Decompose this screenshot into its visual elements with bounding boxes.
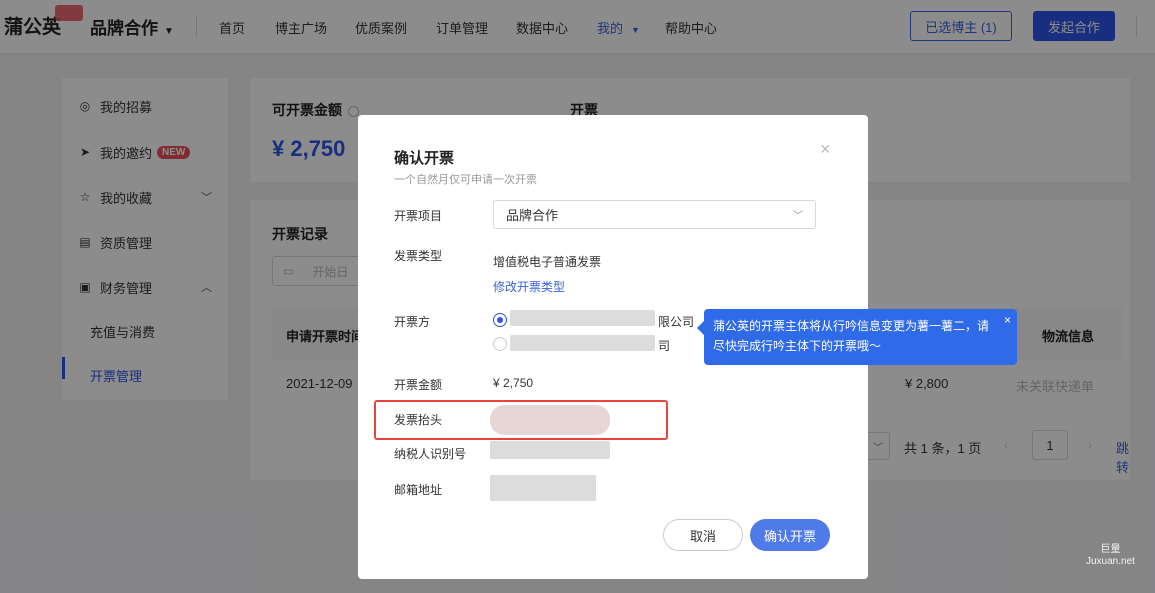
sidebar: ◎ 我的招募 ➤ 我的邀约 NEW ☆ 我的收藏 ﹀ ▤ 资质管理 ▣ 财务管理… (62, 78, 228, 400)
close-icon[interactable]: × (820, 139, 831, 159)
issuer-name-1-suffix: 限公司 (658, 315, 695, 329)
sidebar-item-favorites[interactable]: ☆ 我的收藏 ﹀ (62, 175, 228, 219)
nav-data-center[interactable]: 数据中心 (516, 21, 569, 36)
issuer-change-tooltip: 蒲公英的开票主体将从行吟信息变更为薯一薯二，请尽快完成行吟主体下的开票哦～ × (697, 309, 1017, 365)
nav-orders[interactable]: 订单管理 (436, 21, 489, 36)
email-label: 邮箱地址 (394, 483, 443, 497)
invoice-item-value: 品牌合作 (506, 208, 559, 223)
info-icon[interactable] (348, 105, 359, 117)
page-number-input[interactable]: 1 (1032, 430, 1068, 460)
cell-date: 2021-12-09 (286, 376, 353, 391)
sidebar-item-label: 我的邀约 (100, 145, 153, 161)
nav-blogger-square[interactable]: 博主广场 (275, 21, 328, 36)
chevron-down-icon: ﹀ (793, 211, 803, 222)
modal-title: 确认开票 (394, 150, 455, 167)
nav-help[interactable]: 帮助中心 (665, 21, 718, 36)
chevron-down-icon: ﹀ (873, 442, 883, 454)
caret-down-icon: ▼ (164, 26, 174, 37)
sidebar-item-label: 资质管理 (100, 235, 153, 251)
invoice-item-label: 开票项目 (394, 209, 443, 223)
sidebar-item-recharge[interactable]: 充值与消费 (62, 309, 228, 353)
cancel-button[interactable]: 取消 (663, 519, 743, 551)
new-badge: NEW (157, 145, 191, 159)
issuer-label: 开票方 (394, 315, 431, 329)
logo-badge (55, 5, 83, 21)
calendar-icon: ▭ (283, 264, 295, 278)
divider (196, 15, 197, 37)
watermark: 巨量 Juxuan.net (1086, 544, 1135, 568)
col-apply-time: 申请开票时间 (286, 329, 365, 344)
issuer-radio-1[interactable] (493, 313, 507, 327)
invoice-title-label: 发票抬头 (394, 413, 443, 427)
sidebar-item-invitations[interactable]: ➤ 我的邀约 NEW (62, 130, 228, 174)
invoice-amount-label: 开票金额 (394, 378, 443, 392)
logo[interactable]: 蒲公英 (4, 17, 62, 38)
issuer-name-2-suffix: 司 (658, 339, 671, 353)
sidebar-item-qualification[interactable]: ▤ 资质管理 (62, 220, 228, 264)
nav-home[interactable]: 首页 (219, 21, 246, 36)
available-amount: ¥ 2,750 (272, 136, 346, 161)
nav-cases[interactable]: 优质案例 (355, 21, 408, 36)
email-redacted (490, 475, 596, 501)
launch-cooperation-button[interactable]: 发起合作 (1033, 11, 1115, 41)
modal-subtitle: 一个自然月仅可申请一次开票 (394, 174, 537, 186)
sidebar-item-label: 充值与消费 (90, 324, 156, 340)
invoice-section-title: 开票 (570, 102, 598, 118)
next-page-icon[interactable]: › (1088, 438, 1092, 452)
cell-amount: ¥ 2,800 (905, 376, 949, 391)
brand-label: 品牌合作 (90, 19, 158, 38)
pager-summary: 共 1 条，1 页 (904, 441, 982, 456)
available-amount-label: 可开票金额 (272, 102, 342, 118)
cell-logistics: 未关联快递单 (1016, 379, 1095, 394)
top-navbar: 蒲公英 品牌合作 ▼ 首页 博主广场 优质案例 订单管理 数据中心 我的 ▼ 帮助中… (0, 0, 1155, 54)
issuer-radio-2[interactable] (493, 337, 507, 351)
wallet-icon: ▣ (79, 280, 91, 294)
sidebar-item-label: 我的招募 (100, 99, 153, 115)
date-start-placeholder: 开始日 (312, 264, 349, 279)
divider (1136, 15, 1137, 37)
nav-mine-label: 我的 (597, 21, 624, 36)
selected-bloggers-button[interactable]: 已选博主 (1) (910, 11, 1012, 41)
chevron-up-icon: ︿ (201, 282, 212, 294)
confirm-invoice-button[interactable]: 确认开票 (750, 519, 830, 551)
chevron-down-icon: ﹀ (201, 192, 212, 204)
issuer-name-1-redacted (510, 310, 655, 326)
send-icon: ➤ (79, 145, 91, 159)
invoice-type-value: 增值税电子普通发票 (493, 255, 602, 269)
issuer-name-2-redacted (510, 335, 655, 351)
invoice-item-select[interactable]: 品牌合作 ﹀ (493, 200, 816, 229)
doc-icon: ▤ (79, 235, 91, 249)
prev-page-icon[interactable]: ‹ (1004, 438, 1008, 452)
jump-button[interactable]: 跳转 (1116, 441, 1130, 475)
invoice-amount-value: ¥ 2,750 (493, 376, 534, 390)
sidebar-item-recruit[interactable]: ◎ 我的招募 (62, 84, 228, 128)
available-amount-title: 可开票金额 (272, 100, 359, 120)
invoice-title-highlight (374, 400, 668, 440)
change-invoice-type-link[interactable]: 修改开票类型 (493, 280, 566, 294)
watermark-line-2: Juxuan.net (1086, 556, 1135, 567)
brand-switcher[interactable]: 品牌合作 ▼ (90, 14, 174, 39)
active-indicator (62, 357, 65, 379)
records-title: 开票记录 (272, 226, 328, 242)
close-icon[interactable]: × (1003, 313, 1011, 327)
col-logistics: 物流信息 (1042, 329, 1095, 344)
invoice-title-redacted (490, 405, 610, 435)
nav-mine[interactable]: 我的 ▼ (597, 18, 640, 37)
star-icon: ☆ (79, 190, 91, 204)
invoice-type-label: 发票类型 (394, 249, 443, 263)
sidebar-item-label: 财务管理 (100, 280, 153, 296)
tooltip-text: 蒲公英的开票主体将从行吟信息变更为薯一薯二，请尽快完成行吟主体下的开票哦～ (713, 319, 990, 353)
sidebar-item-invoice[interactable]: 开票管理 (62, 353, 228, 397)
caret-down-icon: ▼ (631, 25, 640, 35)
sidebar-item-finance[interactable]: ▣ 财务管理 ︿ (62, 265, 228, 309)
sidebar-item-label: 我的收藏 (100, 190, 153, 206)
recruit-icon: ◎ (79, 99, 91, 113)
tax-id-label: 纳税人识别号 (394, 447, 467, 461)
watermark-line-1: 巨量 (1100, 544, 1121, 555)
tax-id-redacted (490, 441, 610, 459)
sidebar-item-label: 开票管理 (90, 368, 143, 384)
